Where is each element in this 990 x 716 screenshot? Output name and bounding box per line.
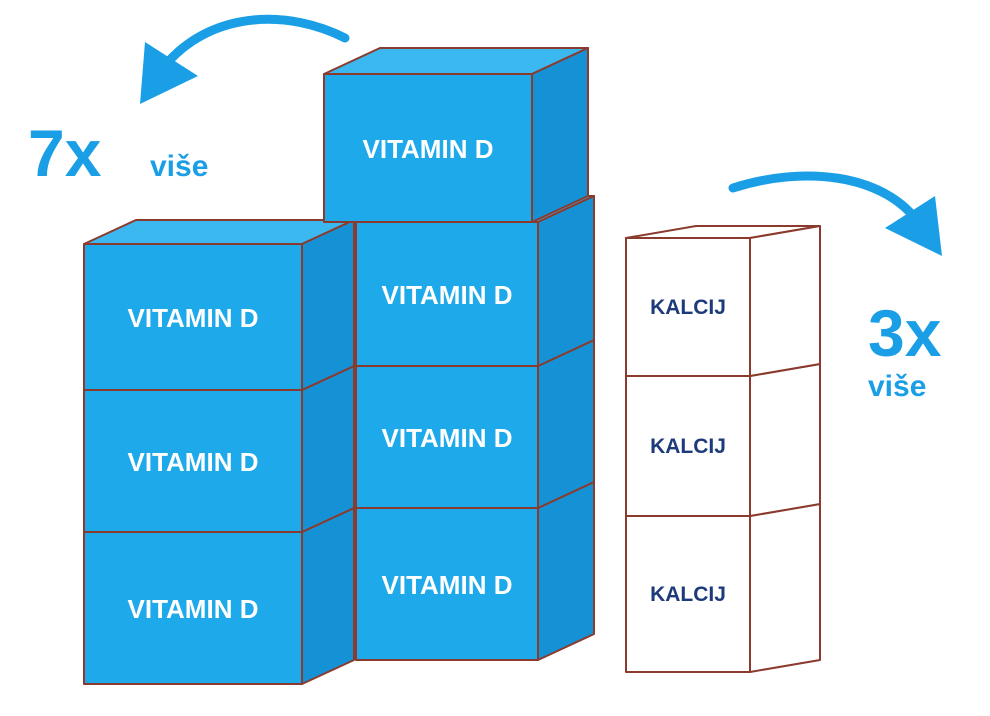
vitamin-box-left-1-label: VITAMIN D xyxy=(128,303,259,333)
calcium-box-3: KALCIJ xyxy=(625,503,821,673)
right-multiplier: 3x xyxy=(868,296,942,370)
vitamin-box-left-1: VITAMIN D xyxy=(83,219,355,391)
curved-arrow-left-icon xyxy=(140,14,350,104)
vitamin-box-right-1: VITAMIN D xyxy=(323,47,589,223)
calcium-box-1: KALCIJ xyxy=(625,225,821,377)
calcium-box-1-label: KALCIJ xyxy=(650,296,726,319)
vitamin-box-left-2-label: VITAMIN D xyxy=(128,447,259,477)
calcium-box-2-label: KALCIJ xyxy=(650,435,726,458)
calcium-box-3-label: KALCIJ xyxy=(650,583,726,606)
right-word: više xyxy=(868,370,926,403)
vitamin-box-right-4-label: VITAMIN D xyxy=(382,570,513,600)
vitamin-box-right-1-label: VITAMIN D xyxy=(363,134,494,164)
vitamin-box-right-2-label: VITAMIN D xyxy=(382,280,513,310)
vitamin-stack-left: VITAMIN D VITAMIN D VITAMIN D xyxy=(83,219,355,685)
left-multiplier: 7x xyxy=(28,116,102,190)
calcium-box-2: KALCIJ xyxy=(625,363,821,517)
calcium-stack: KALCIJ KALCIJ KALCIJ xyxy=(625,225,821,673)
left-word: više xyxy=(150,150,208,183)
vitamin-box-left-3: VITAMIN D xyxy=(83,507,355,685)
vitamin-box-right-3-label: VITAMIN D xyxy=(382,423,513,453)
curved-arrow-right-icon xyxy=(728,171,942,256)
vitamin-box-left-3-label: VITAMIN D xyxy=(128,594,259,624)
vitamin-stack-right: VITAMIN D VITAMIN D VITAMIN D VITAMIN D xyxy=(323,47,595,661)
